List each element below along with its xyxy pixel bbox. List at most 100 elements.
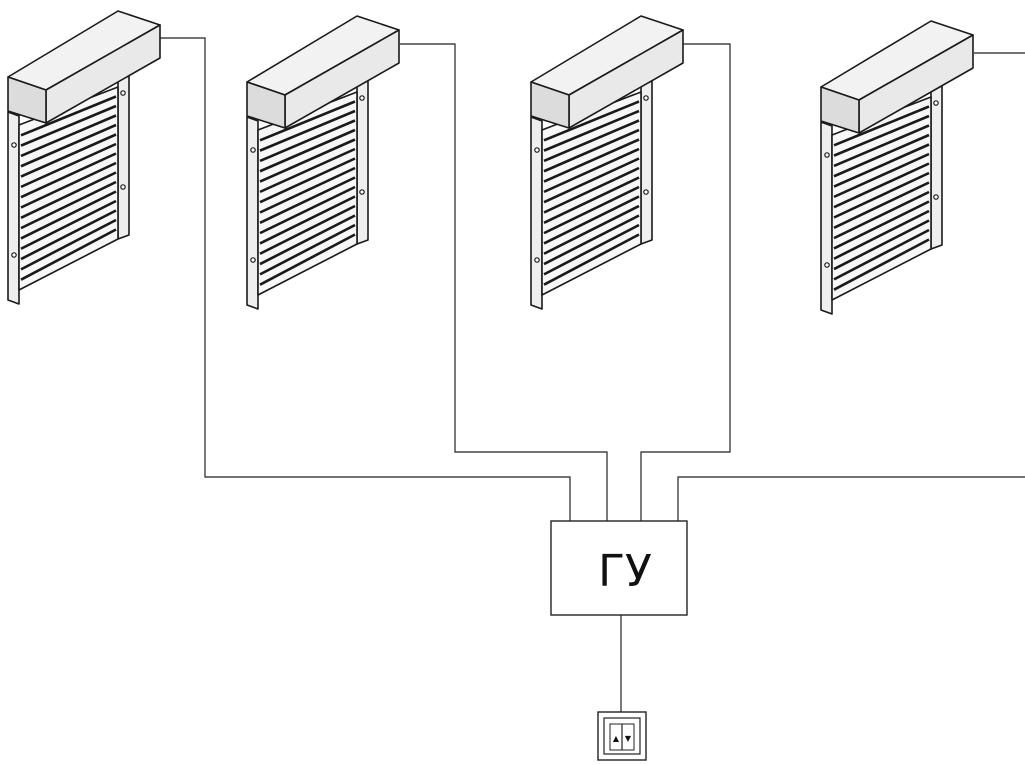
slat	[259, 223, 356, 276]
slat	[543, 128, 640, 173]
wall-switch[interactable]: ▲ ▼	[597, 711, 647, 761]
roller-box-end	[246, 81, 286, 129]
slat	[543, 166, 640, 214]
roller-box-end	[530, 81, 570, 129]
slat	[833, 181, 930, 229]
right-rail	[640, 80, 653, 245]
slat	[833, 162, 930, 209]
shutter-4	[820, 20, 974, 315]
slat	[543, 119, 640, 163]
left-rail	[820, 121, 833, 315]
slat	[20, 228, 117, 281]
slat	[259, 119, 356, 163]
slat	[259, 195, 356, 245]
slat	[543, 147, 640, 194]
right-rail	[356, 80, 369, 245]
slat	[259, 100, 356, 142]
slat	[543, 109, 640, 152]
screw-icon	[359, 95, 365, 101]
wire-shutter-1	[160, 37, 571, 521]
screw-icon	[359, 189, 365, 195]
slat	[833, 133, 930, 178]
slat	[259, 109, 356, 152]
slat	[20, 180, 117, 230]
group-controller: ГУ	[550, 520, 688, 616]
screw-icon	[250, 257, 256, 263]
slat	[259, 157, 356, 204]
slat	[833, 105, 930, 147]
slat	[259, 128, 356, 173]
screw-icon	[250, 147, 256, 153]
slat	[833, 114, 930, 157]
right-rail	[117, 75, 130, 240]
wire-shutter-2	[400, 43, 608, 521]
left-rail	[7, 111, 20, 305]
slat	[543, 157, 640, 204]
slat	[833, 209, 930, 260]
slat	[20, 114, 117, 158]
slat	[20, 190, 117, 240]
slat	[20, 152, 117, 199]
slat	[543, 176, 640, 224]
slat	[20, 123, 117, 168]
slat	[20, 218, 117, 271]
slat	[543, 195, 640, 245]
slat	[259, 233, 356, 286]
slat	[259, 185, 356, 235]
screw-icon	[643, 95, 649, 101]
slat	[259, 204, 356, 255]
slat	[833, 143, 930, 188]
slat	[20, 161, 117, 209]
slat	[20, 133, 117, 178]
slat	[543, 100, 640, 142]
screw-icon	[534, 257, 540, 263]
slat	[833, 190, 930, 240]
left-rail	[246, 116, 259, 310]
shutter-3	[530, 15, 684, 310]
screw-icon	[534, 147, 540, 153]
slat	[259, 166, 356, 214]
switch-down-icon[interactable]: ▼	[625, 734, 632, 743]
slat	[20, 171, 117, 219]
slat	[20, 209, 117, 261]
slat	[833, 200, 930, 250]
shutters-group	[7, 10, 974, 315]
switch-rocker[interactable]	[609, 723, 635, 751]
switch-up-icon[interactable]: ▲	[613, 734, 620, 743]
slat	[259, 214, 356, 266]
wire-to-right-edge	[677, 476, 1025, 521]
slat	[543, 138, 640, 183]
wiring	[160, 37, 1025, 712]
slat	[833, 124, 930, 168]
screw-icon	[11, 142, 17, 148]
screw-icon	[120, 184, 126, 190]
slat	[543, 223, 640, 276]
screw-icon	[824, 152, 830, 158]
slat	[20, 199, 117, 250]
slat	[20, 142, 117, 189]
slat	[20, 95, 117, 137]
slat	[259, 138, 356, 183]
slat	[833, 171, 930, 219]
slat	[543, 185, 640, 235]
screw-icon	[11, 252, 17, 258]
slat	[20, 104, 117, 147]
shutter-2	[246, 15, 400, 310]
screw-icon	[933, 194, 939, 200]
slat	[543, 204, 640, 255]
screw-icon	[643, 189, 649, 195]
slat	[833, 219, 930, 271]
right-rail	[930, 85, 943, 250]
wire-shutter-3	[640, 43, 731, 521]
screw-icon	[933, 100, 939, 106]
slat	[259, 176, 356, 224]
roller-box-end	[820, 86, 860, 134]
slat	[543, 233, 640, 286]
left-rail	[530, 116, 543, 310]
slat	[543, 214, 640, 266]
roller-box-end	[7, 76, 47, 124]
slat	[259, 147, 356, 194]
controller-box	[550, 520, 688, 616]
slat	[833, 228, 930, 281]
